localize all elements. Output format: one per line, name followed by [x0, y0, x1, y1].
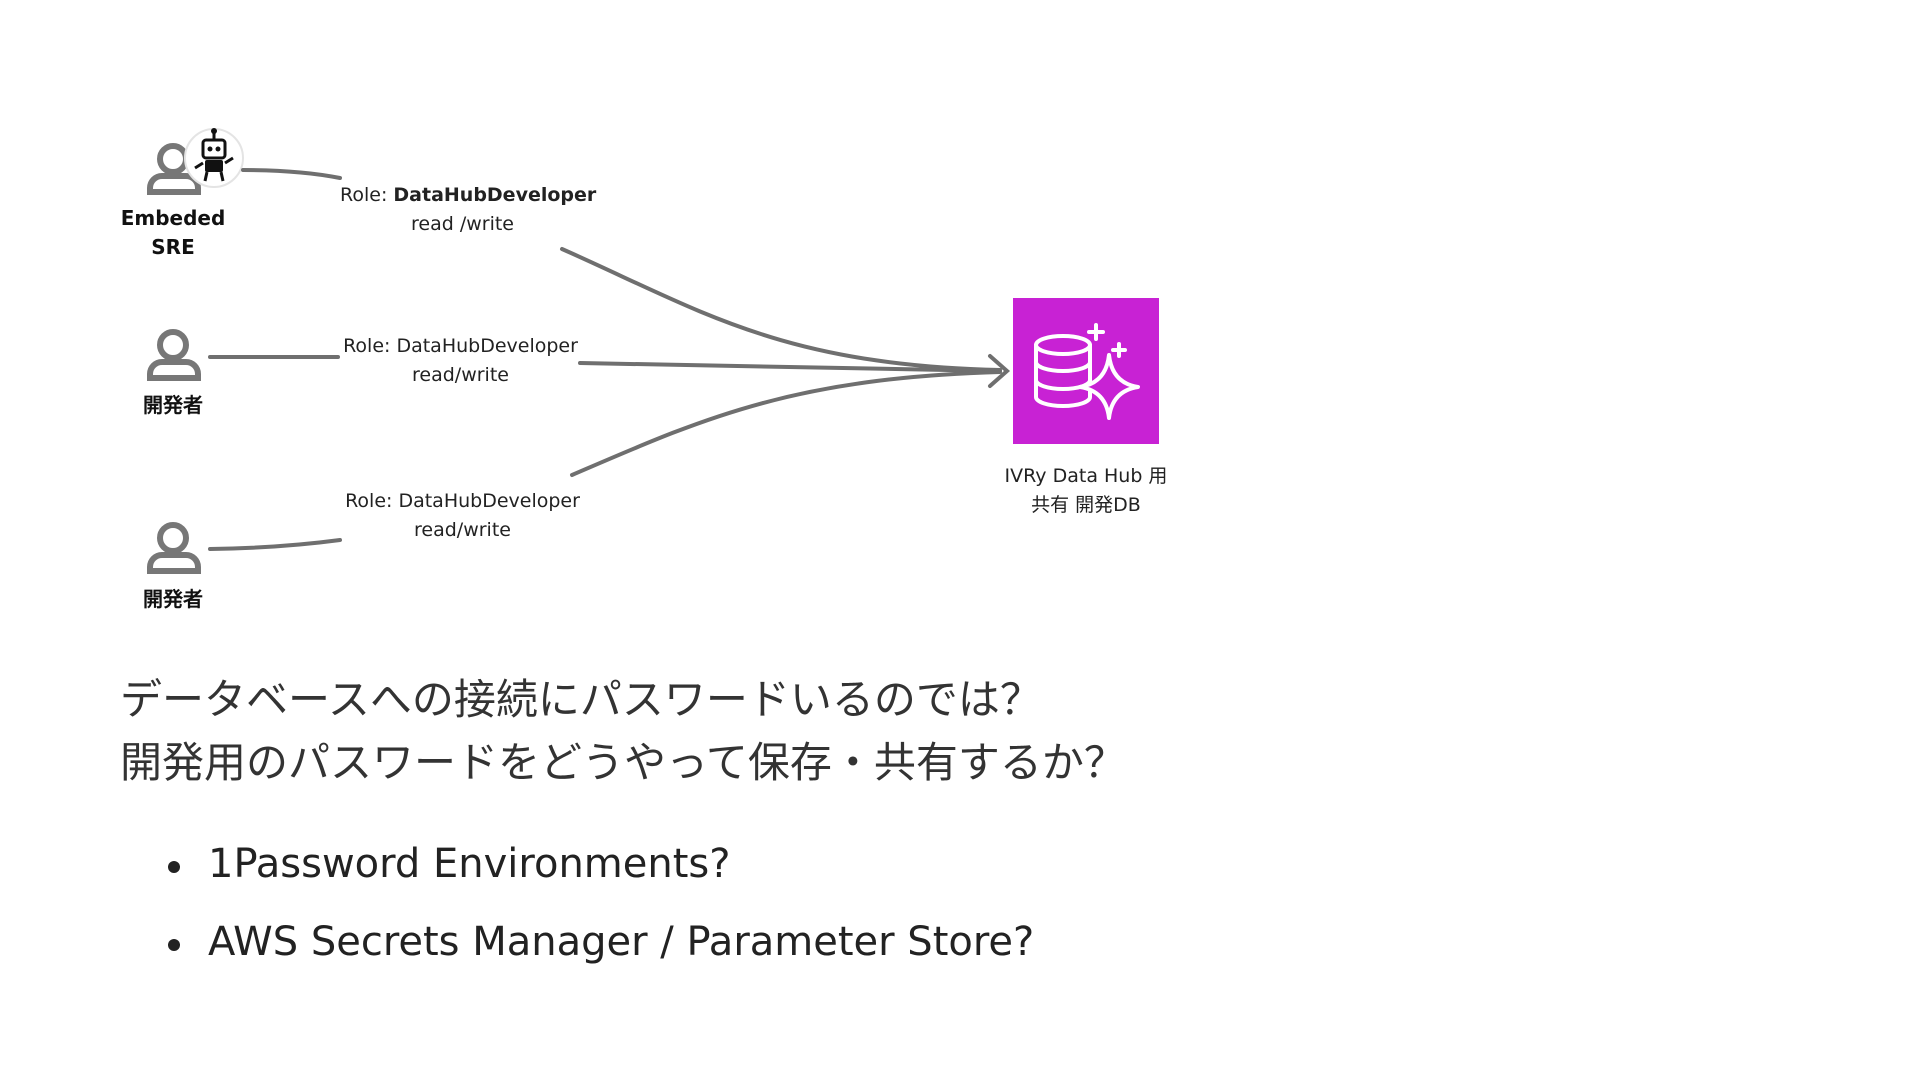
bullet-text-1password: 1Password Environments?	[208, 841, 730, 887]
role-2-access: read/write	[338, 361, 583, 390]
bullet-list: 1Password Environments? AWS Secrets Mana…	[168, 825, 1034, 981]
architecture-diagram	[0, 0, 1920, 640]
role-3-prefix: Role:	[345, 490, 398, 512]
role-label-1: Role: DataHubDeveloper read /write	[340, 181, 585, 239]
bullet-text-aws: AWS Secrets Manager / Parameter Store?	[208, 919, 1034, 965]
actor-label-developer-1: 開発者	[118, 391, 228, 420]
arrow-role3-to-db	[572, 372, 1000, 475]
actor-label-developer-2: 開発者	[118, 585, 228, 614]
actor-label-sre: Embeded SRE	[118, 204, 228, 262]
bullet-item: AWS Secrets Manager / Parameter Store?	[168, 903, 1034, 981]
bullet-item: 1Password Environments?	[168, 825, 1034, 903]
database-label: IVRy Data Hub 用 共有 開発DB	[996, 462, 1176, 520]
role-label-2: Role: DataHubDeveloper read/write	[338, 332, 583, 390]
actor-label-sre-line1: Embeded	[118, 204, 228, 233]
arrow-role1-to-db	[562, 249, 1000, 370]
actor-label-developer-1-line1: 開発者	[118, 391, 228, 420]
bullet-dot-icon	[168, 939, 180, 951]
role-2-name: DataHubDeveloper	[396, 335, 577, 357]
actor-label-developer-2-line1: 開発者	[118, 585, 228, 614]
role-label-3: Role: DataHubDeveloper read/write	[340, 487, 585, 545]
connector-dev2-to-role	[210, 540, 340, 549]
database-icon	[1013, 298, 1159, 444]
role-3-name: DataHubDeveloper	[398, 490, 579, 512]
role-1-name: DataHubDeveloper	[393, 184, 596, 206]
bullet-dot-icon	[168, 861, 180, 873]
role-3-access: read/write	[340, 516, 585, 545]
role-1-prefix: Role:	[340, 184, 393, 206]
question-line-1: データベースへの接続にパスワードいるのでは？	[120, 668, 1042, 732]
robot-mascot-icon	[185, 128, 243, 187]
question-line-2: 開発用のパスワードをどうやって保存・共有するか？	[120, 731, 1126, 795]
role-2-prefix: Role:	[343, 335, 396, 357]
person-icon-developer-2	[150, 525, 198, 571]
role-1-access: read /write	[340, 210, 585, 239]
actor-label-sre-line2: SRE	[118, 233, 228, 262]
person-icon-developer-1	[150, 332, 198, 378]
connector-sre-to-role	[243, 170, 340, 178]
database-label-line1: IVRy Data Hub 用	[996, 462, 1176, 491]
database-label-line2: 共有 開発DB	[996, 491, 1176, 520]
